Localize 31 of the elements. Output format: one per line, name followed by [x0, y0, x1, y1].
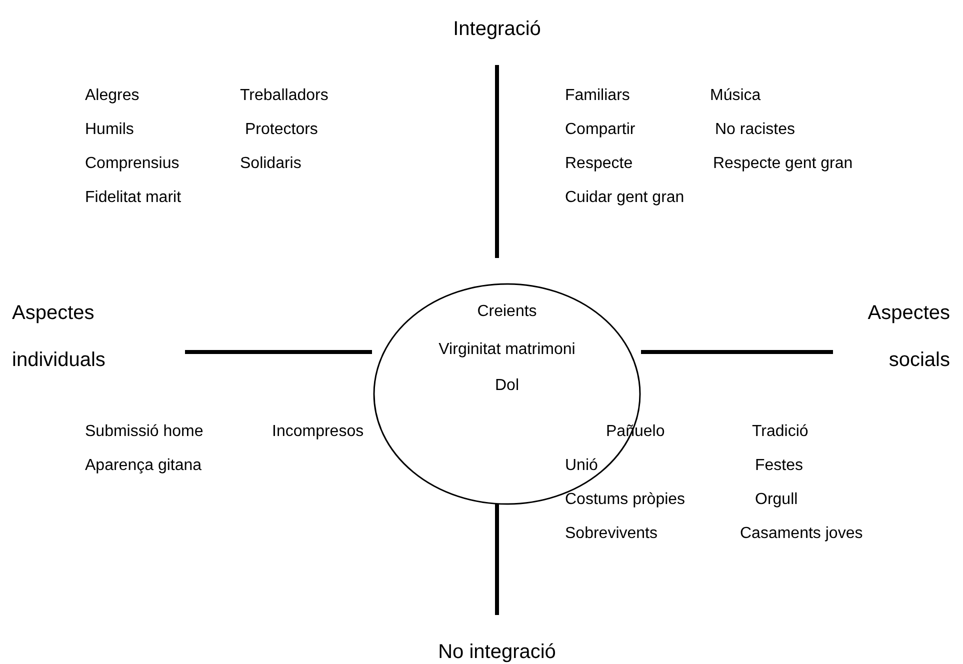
trait-label: Aparença gitana: [85, 456, 202, 476]
trait-label: Música: [710, 86, 761, 106]
trait-label: Casaments joves: [740, 524, 863, 544]
trait-label: Unió: [565, 456, 598, 476]
trait-label: Orgull: [755, 490, 798, 510]
trait-label: Submissió home: [85, 422, 204, 442]
trait-label: Humils: [85, 120, 134, 140]
axis-label: Aspectes socials: [866, 301, 950, 373]
trait-label: Costums pròpies: [565, 490, 686, 510]
trait-label: No racistes: [715, 120, 796, 140]
trait-label: Fidelitat marit: [85, 188, 182, 208]
trait-label: Comprensius: [85, 154, 180, 174]
trait-label: Familiars: [565, 86, 630, 106]
ellipse-text: Virginitat matrimoni: [438, 340, 576, 360]
trait-label: Respecte: [565, 154, 633, 174]
trait-label: Respecte gent gran: [713, 154, 853, 174]
ellipse-text: Creients: [476, 302, 538, 322]
trait-label: Compartir: [565, 120, 636, 140]
ellipse-text: Dol: [494, 376, 520, 396]
trait-label: Incompresos: [272, 422, 364, 442]
trait-label: Protectors: [245, 120, 318, 140]
trait-label: Cuidar gent gran: [565, 188, 684, 208]
trait-label: Alegres: [85, 86, 140, 106]
trait-label: Festes: [755, 456, 804, 476]
trait-label: Solidaris: [240, 154, 302, 174]
axis-label: Integració: [452, 17, 542, 41]
trait-label: Sobrevivents: [565, 524, 658, 544]
trait-label: Tradició: [752, 422, 808, 442]
trait-label: Treballadors: [240, 86, 328, 106]
axis-label: Aspectes individuals: [12, 301, 106, 373]
axis-label: No integració: [437, 640, 557, 664]
